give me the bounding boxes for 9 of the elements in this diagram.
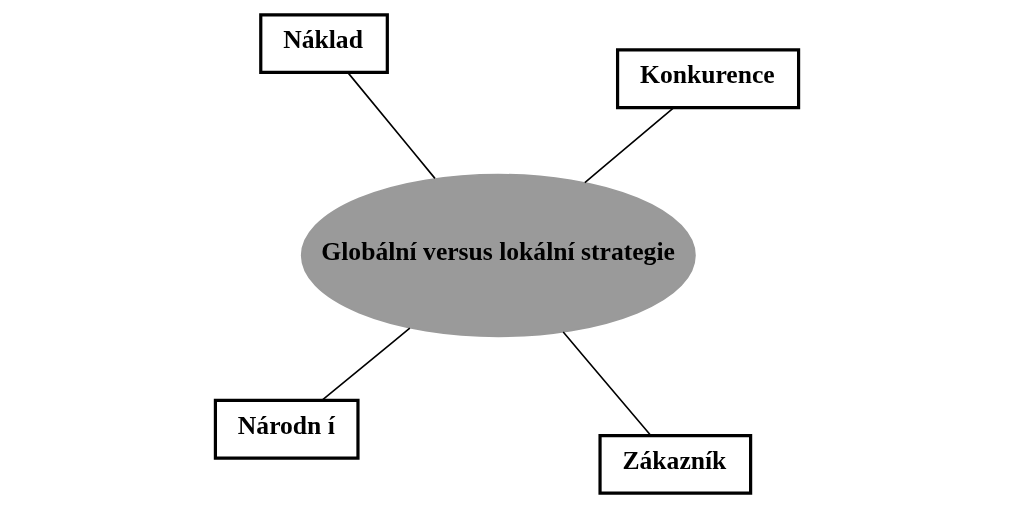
connector [583,107,674,184]
connector [346,72,436,180]
connector [320,327,411,401]
connector [561,331,651,436]
node-box: Zákazník [597,433,752,495]
node-box: Náklad [258,13,389,75]
node-box: Národn í [213,398,360,460]
node-box: Konkurence [615,48,800,110]
node-ellipse: Globální versus lokální strategie [300,173,696,338]
